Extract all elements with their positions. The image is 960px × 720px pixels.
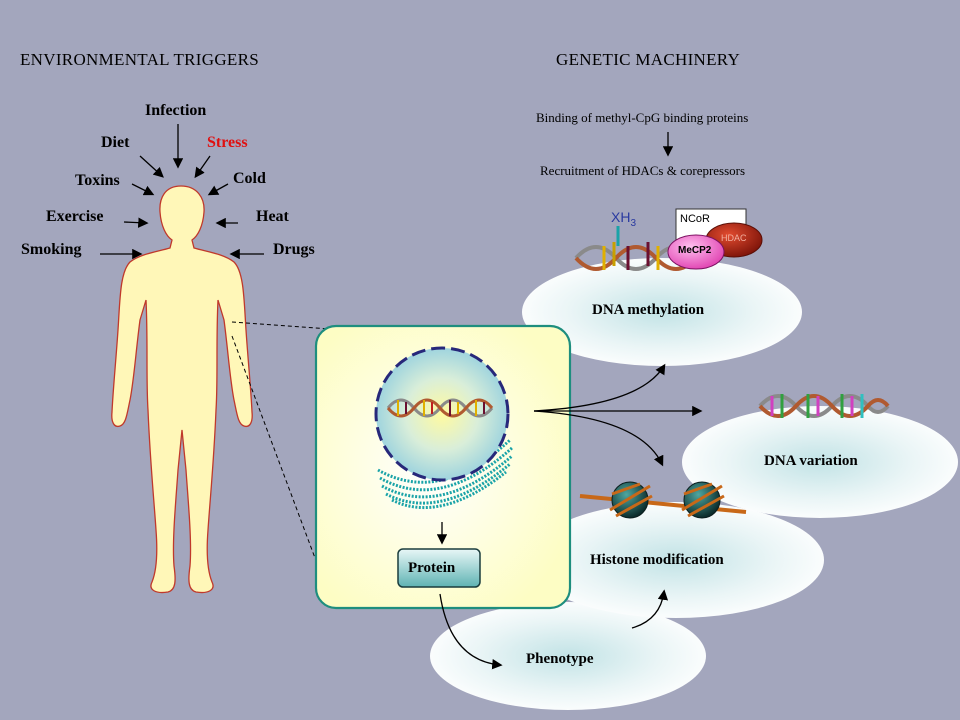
mecp2-label: MeCP2	[678, 245, 712, 256]
trigger-cold: Cold	[233, 170, 266, 187]
dna-variation-label: DNA variation	[764, 453, 858, 469]
environmental-triggers-header: ENVIRONMENTAL TRIGGERS	[20, 50, 259, 69]
dna-methylation-label: DNA methylation	[592, 302, 705, 318]
trigger-drugs: Drugs	[273, 241, 315, 258]
trigger-stress: Stress	[207, 134, 248, 151]
chromatin-fibers	[377, 438, 513, 510]
dna-variation-ellipse	[682, 406, 958, 518]
protein-box	[397, 548, 481, 588]
trigger-exercise: Exercise	[46, 208, 104, 225]
phenotype-label: Phenotype	[526, 651, 594, 667]
genetic-machinery-header: GENETIC MACHINERY	[556, 50, 741, 69]
nucleus-dna-helix	[386, 398, 494, 418]
xh3-label: XH3	[611, 209, 637, 229]
human-body-figure	[111, 185, 253, 594]
dna-methylation-ellipse	[522, 258, 802, 366]
trigger-infection: Infection	[145, 102, 207, 119]
branch-arrows	[439, 363, 703, 670]
hdac-label: HDAC	[721, 233, 747, 243]
trigger-diet: Diet	[101, 134, 130, 151]
histone-nucleosomes	[579, 481, 747, 519]
mecp2-oval	[667, 234, 725, 270]
trigger-arrows	[100, 124, 264, 260]
histone-modification-label: Histone modification	[590, 552, 724, 568]
machinery-step-binding: Binding of methyl-CpG binding proteins	[536, 110, 749, 125]
machinery-step-recruitment: Recruitment of HDACs & corepressors	[540, 163, 746, 178]
nucleus	[374, 346, 510, 482]
ncor-label: NCoR	[680, 213, 710, 225]
dna-variation-helix	[758, 394, 890, 418]
histone-modification-ellipse	[528, 502, 824, 618]
trigger-smoking: Smoking	[21, 241, 82, 258]
trigger-toxins: Toxins	[75, 172, 120, 189]
methylation-complex	[574, 208, 763, 271]
phenotype-ellipse	[430, 602, 706, 710]
trigger-heat: Heat	[256, 208, 289, 225]
protein-label: Protein	[408, 560, 456, 576]
